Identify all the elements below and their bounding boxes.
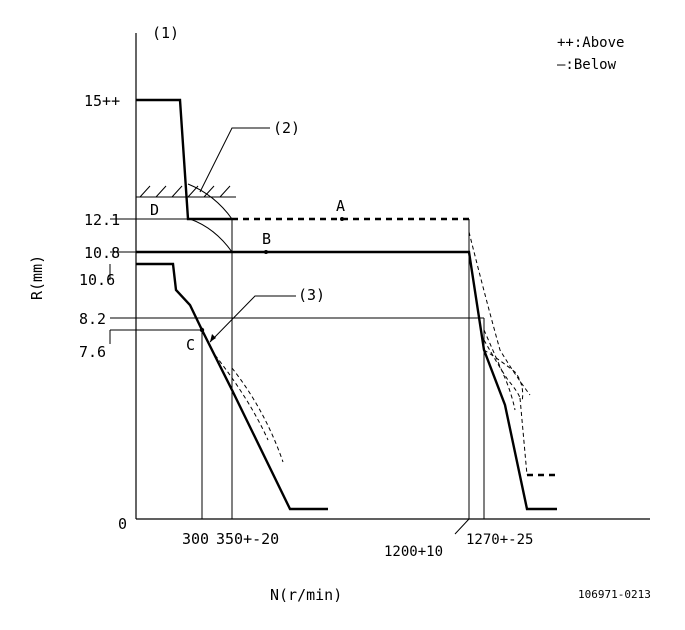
callout-2-label: (2) <box>273 119 300 137</box>
x-tick-1270: 1270+-25 <box>466 532 533 548</box>
right-spread-2 <box>483 349 524 403</box>
point-a-dot <box>340 217 344 221</box>
x-tick-350: 350+-20 <box>216 530 279 548</box>
curve-2-arc <box>187 183 233 220</box>
y-tick-0: 0 <box>118 515 127 533</box>
callout-3-label: (3) <box>298 286 325 304</box>
callout-3-leader <box>209 295 296 343</box>
point-c-dot <box>199 327 205 333</box>
x-tick-300: 300 <box>182 530 209 548</box>
x-axis-label: N(r/min) <box>270 586 342 604</box>
x-tick-1200: 1200+10 <box>384 544 443 560</box>
right-dash-drop <box>519 397 528 476</box>
y-tick-10-8: 10.8 <box>84 244 120 262</box>
legend-above: ++:Above <box>557 35 624 51</box>
lower-curve-c <box>136 262 328 511</box>
y-tick-12-1: 12.1 <box>84 211 120 229</box>
point-b-dot <box>264 250 268 254</box>
y-tick-8-2: 8.2 <box>79 310 106 328</box>
y-tick-7-6: 7.6 <box>79 343 106 361</box>
lower-spread <box>231 367 284 463</box>
point-c-label: C <box>186 336 195 354</box>
upper-full-load-curve <box>136 98 232 221</box>
doc-code: 106971-0213 <box>578 588 651 601</box>
right-spread-3 <box>483 329 516 411</box>
line-b <box>136 250 557 511</box>
stopper-hatch <box>139 185 231 198</box>
point-a-label: A <box>336 197 345 215</box>
point-b-label: B <box>262 230 271 248</box>
legend-below: —:Below <box>557 57 617 73</box>
figure-number: (1) <box>152 24 179 42</box>
y-tick-10-6: 10.6 <box>79 271 115 289</box>
callout-3-arrow <box>210 334 216 342</box>
right-spread-4 <box>483 339 521 399</box>
curve-2-lower-arc <box>189 218 233 253</box>
leader-1200 <box>454 518 470 535</box>
right-spread-1 <box>468 231 531 396</box>
lower-spread-2 <box>214 354 269 441</box>
y-tick-15: 15++ <box>84 92 120 110</box>
y-axis-label: R(mm) <box>28 255 46 300</box>
callout-2-leader <box>199 127 270 193</box>
point-d-label: D <box>150 201 159 219</box>
